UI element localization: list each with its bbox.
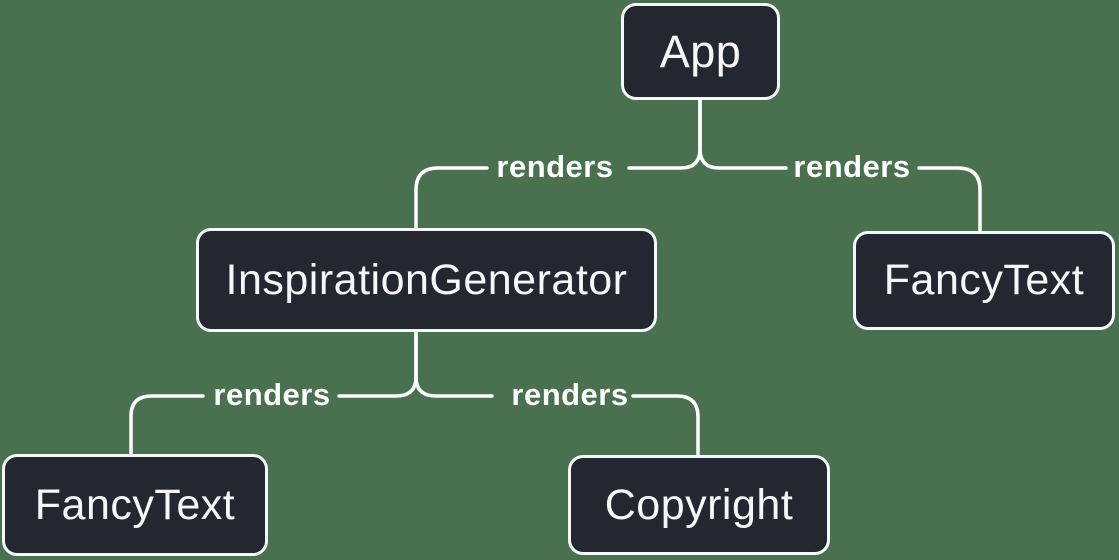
node-app-label: App [659, 25, 742, 77]
edge-label-renders-4: renders [511, 377, 629, 412]
node-app: App [621, 3, 780, 100]
node-copyright: Copyright [568, 455, 830, 555]
edge-label-renders-3: renders [213, 377, 331, 412]
edge-inspiration-generator-to-copyright [414, 330, 700, 457]
node-fancy-text-left-label: FancyText [34, 480, 236, 529]
edge-label-renders-1: renders [496, 149, 614, 184]
node-inspiration-generator: InspirationGenerator [196, 228, 657, 332]
edge-label-renders-2: renders [793, 149, 911, 184]
node-fancy-text-right-label: FancyText [883, 256, 1085, 304]
node-fancy-text-left: FancyText [2, 454, 268, 556]
node-fancy-text-right: FancyText [853, 231, 1115, 330]
node-inspiration-generator-label: InspirationGenerator [225, 255, 628, 304]
edge-app-to-fancy-text-right [698, 98, 982, 233]
node-copyright-label: Copyright [604, 480, 794, 529]
